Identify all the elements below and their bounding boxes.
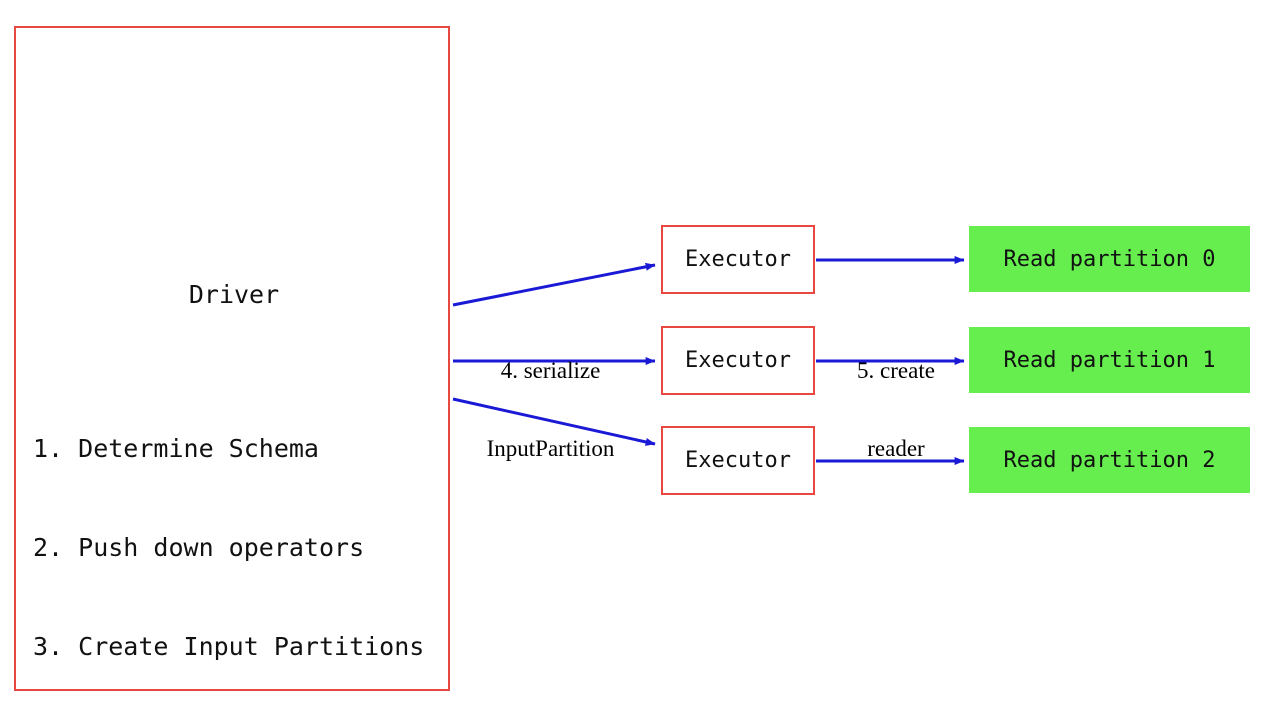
executor-box-2: Executor [661,426,815,495]
partition-box-2: Read partition 2 [969,427,1250,493]
edge-label-create-reader-line-2: reader [867,436,925,461]
edge-label-serialize-line-2: InputPartition [486,436,615,461]
driver-title: Driver [188,280,280,309]
edge-label-serialize-inputpartition: 4. serialize InputPartition [458,306,643,514]
partition-box-0: Read partition 0 [969,226,1250,292]
edge-label-create-reader: 5. create reader [822,306,970,514]
partition-label-2: Read partition 2 [1003,447,1216,473]
edge-label-serialize-line-1: 4. serialize [500,358,601,383]
partition-box-1: Read partition 1 [969,327,1250,393]
driver-steps-list: 1. Determine Schema 2. Push down operato… [33,366,453,710]
driver-step-2: 2. Push down operators [33,533,365,562]
executor-box-0: Executor [661,225,815,294]
executor-label-2: Executor [685,448,791,473]
driver-box: Driver 1. Determine Schema 2. Push down … [14,26,450,691]
driver-step-1: 1. Determine Schema [33,434,319,463]
executor-box-1: Executor [661,326,815,395]
partition-label-1: Read partition 1 [1003,347,1216,373]
partition-label-0: Read partition 0 [1003,246,1216,272]
driver-step-3: 3. Create Input Partitions [33,632,425,661]
executor-label-0: Executor [685,247,791,272]
executor-label-1: Executor [685,348,791,373]
edge-label-create-reader-line-1: 5. create [857,358,935,383]
arrow-driver-to-executor-0 [452,262,656,307]
